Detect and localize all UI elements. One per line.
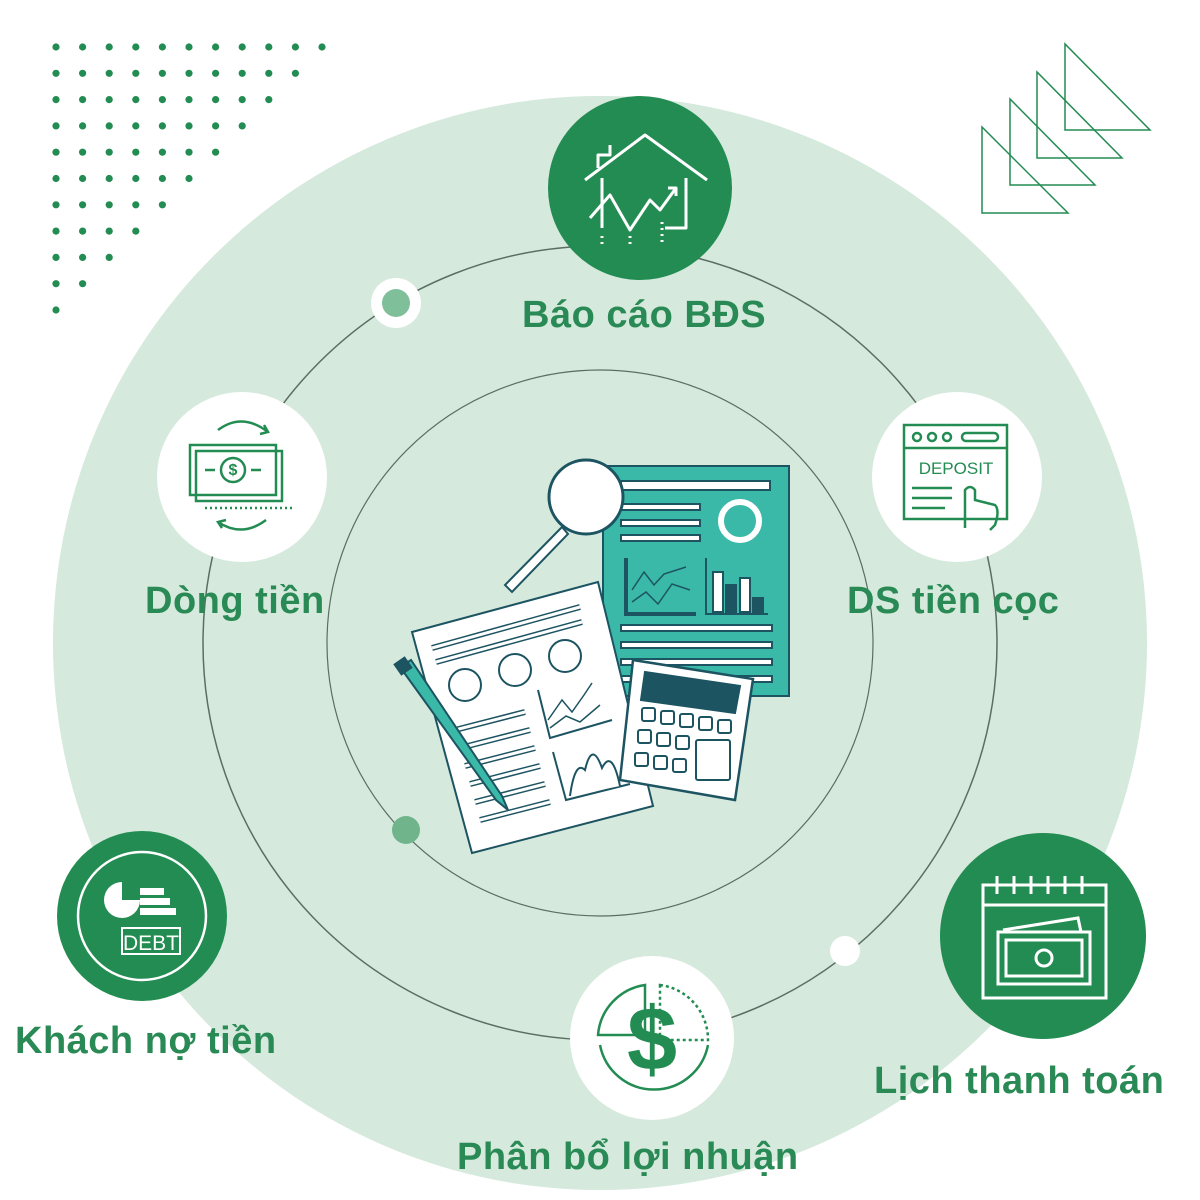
decoration-dot [52,96,60,104]
decoration-dot [105,227,113,235]
financial-reports-illustration [393,458,790,855]
decoration-dot [212,43,220,51]
label-khach-no-tien: Khách nợ tiền [15,1020,277,1062]
decoration-dot [158,69,166,77]
debt-icon [104,882,181,955]
decoration-dot [79,174,87,183]
decoration-dot [79,122,87,130]
orbit-dot [830,936,860,966]
orbit-dot [371,278,421,328]
decoration-dot [238,96,246,104]
decoration-dot [265,43,273,51]
decoration-dot [185,148,193,156]
decoration-dot [212,148,220,156]
decoration-dot [212,96,220,104]
triangles-decoration [981,42,1152,214]
decoration-dot [238,69,246,77]
decoration-dot [185,122,193,130]
decoration-dot [52,253,60,261]
decoration-dot [158,122,166,130]
decoration-dot [52,122,60,130]
node-bao-cao-bds[interactable] [548,96,732,280]
decoration-dot [291,43,299,51]
decoration-dot [79,96,87,104]
decoration-dot [79,148,87,156]
decoration-dot [105,122,113,130]
dot-grid-decoration [52,43,326,314]
decoration-dot [132,96,140,104]
decoration-dot [318,43,326,51]
label-bao-cao-bds: Báo cáo BĐS [522,294,767,336]
decoration-dot [52,43,60,51]
label-lich-thanh-toan: Lịch thanh toán [874,1060,1165,1102]
decoration-dot [52,306,60,314]
calendar-money-icon [981,876,1108,1000]
decoration-dot [238,43,246,51]
label-dong-tien: Dòng tiền [145,580,325,622]
decoration-dot [79,69,87,77]
decoration-dot [185,69,193,77]
inner-ring [326,369,874,917]
decoration-dot [132,148,140,156]
deposit-browser-icon [902,423,1009,531]
decoration-dot [52,227,60,235]
decoration-dot [132,69,140,77]
decoration-dot [132,227,140,235]
decoration-dot [238,122,246,130]
decoration-dot [105,174,113,183]
dollar-sign: $ [627,990,677,1090]
node-ds-tien-coc[interactable]: DEPOSIT [872,392,1042,562]
decoration-dot [158,174,166,183]
decoration-dot [158,96,166,104]
house-chart-icon [584,133,708,244]
dollar-sign: $ [229,462,238,479]
decoration-dot [105,96,113,104]
decoration-dot [212,69,220,77]
money-cycle-icon [188,420,295,531]
decoration-dot [185,174,193,183]
decoration-dot [79,280,87,288]
decoration-dot [105,201,113,209]
decoration-dot [132,174,140,183]
dollar-pie-icon [596,983,710,1091]
decoration-dot [52,148,60,156]
node-khach-no-tien[interactable]: DEBT [57,831,227,1001]
node-dong-tien[interactable]: $ [157,392,327,562]
decoration-dot [132,201,140,209]
decoration-dot [52,280,60,288]
decoration-dot [158,201,166,209]
decoration-dot [79,201,87,209]
decoration-dot [265,69,273,77]
decoration-dot [185,96,193,104]
decoration-dot [158,148,166,156]
decoration-dot [52,69,60,77]
label-phan-bo-loi-nhuan: Phân bổ lợi nhuận [457,1136,799,1178]
decoration-dot [52,201,60,209]
decoration-dot [105,253,113,261]
decoration-dot [79,227,87,235]
decoration-dot [185,43,193,51]
node-phan-bo-loi-nhuan[interactable]: $ [570,956,734,1120]
decoration-dot [291,69,299,77]
decoration-dot [105,69,113,77]
debt-icon-text: DEBT [123,932,179,955]
decoration-dot [79,253,87,261]
decoration-dot [158,43,166,51]
decoration-dot [132,122,140,130]
decoration-dot [52,174,60,183]
node-lich-thanh-toan[interactable] [940,833,1146,1039]
decoration-dot [105,43,113,51]
decoration-dot [105,148,113,156]
decoration-dot [265,96,273,104]
deposit-icon-text: DEPOSIT [919,459,994,478]
orbit-dot [392,816,420,844]
decoration-dot [79,43,87,51]
decoration-dot [132,43,140,51]
label-ds-tien-coc: DS tiền cọc [847,580,1060,622]
decoration-dot [212,122,220,130]
